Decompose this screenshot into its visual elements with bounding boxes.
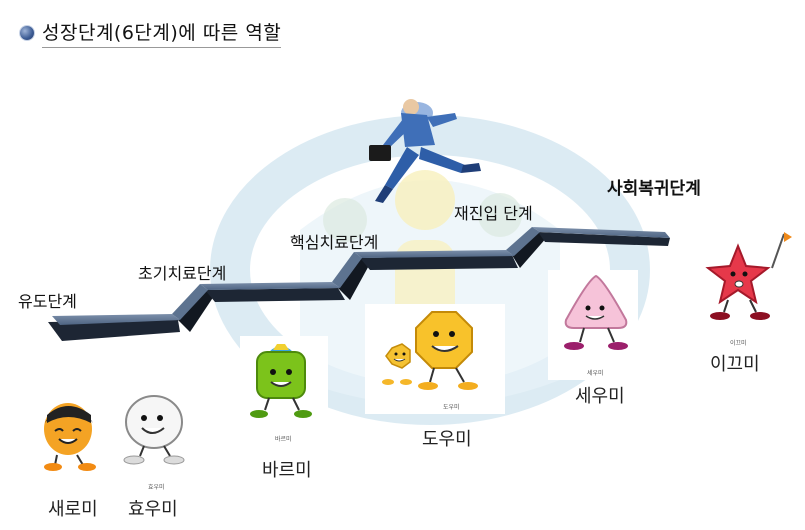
character-name-ikkumi: 이끄미 (710, 354, 760, 375)
character-tag: 도우미 (443, 404, 460, 411)
character-tag: 효우미 (148, 484, 165, 491)
stage-label-5: 사회복귀단계 (607, 179, 701, 199)
character-name-barumi: 바르미 (262, 460, 312, 481)
stage-label-2: 초기치료단계 (138, 264, 227, 283)
stair-riser (338, 258, 372, 300)
title-block: 성장단계(6단계)에 따른 역할 (20, 18, 282, 48)
stage-label-1: 유도단계 (18, 292, 77, 311)
character-name-hyoumi: 효우미 (128, 499, 178, 520)
stair-riser (538, 232, 670, 246)
stair-riser (360, 255, 518, 270)
character-tag: 세우미 (587, 370, 604, 377)
stair-step (200, 282, 340, 290)
stair-step (354, 250, 514, 258)
character-name-seumi: 세우미 (575, 386, 625, 407)
hyoumi-character (123, 395, 185, 465)
stage-label-3: 핵심치료단계 (290, 233, 379, 252)
stair-step (332, 252, 362, 288)
stair-step (172, 284, 208, 320)
character-tag: 바르미 (275, 436, 292, 443)
bullet-icon (20, 26, 34, 40)
businessman-icon (369, 99, 481, 203)
character-name-saromi: 새로미 (48, 499, 98, 520)
stair-riser (205, 288, 345, 302)
saromi-character (44, 403, 96, 471)
stair-riser (512, 232, 548, 268)
ikkumi-character (705, 232, 792, 320)
barumi-character (250, 344, 312, 418)
stage-label-4: 재진입 단계 (454, 204, 533, 223)
stair-step (506, 227, 540, 256)
character-tag: 이끄미 (730, 340, 747, 347)
briefcase-icon (369, 145, 391, 161)
seumi-character (564, 274, 628, 350)
page-title: 성장단계(6단계)에 따른 역할 (42, 18, 282, 48)
stair-riser (178, 290, 218, 332)
character-name-doumi: 도우미 (422, 429, 472, 450)
stair-riser (48, 320, 180, 341)
stair-step (532, 227, 670, 238)
stair-step (52, 314, 180, 325)
flag-icon (784, 232, 792, 242)
doumi-character (382, 311, 478, 390)
